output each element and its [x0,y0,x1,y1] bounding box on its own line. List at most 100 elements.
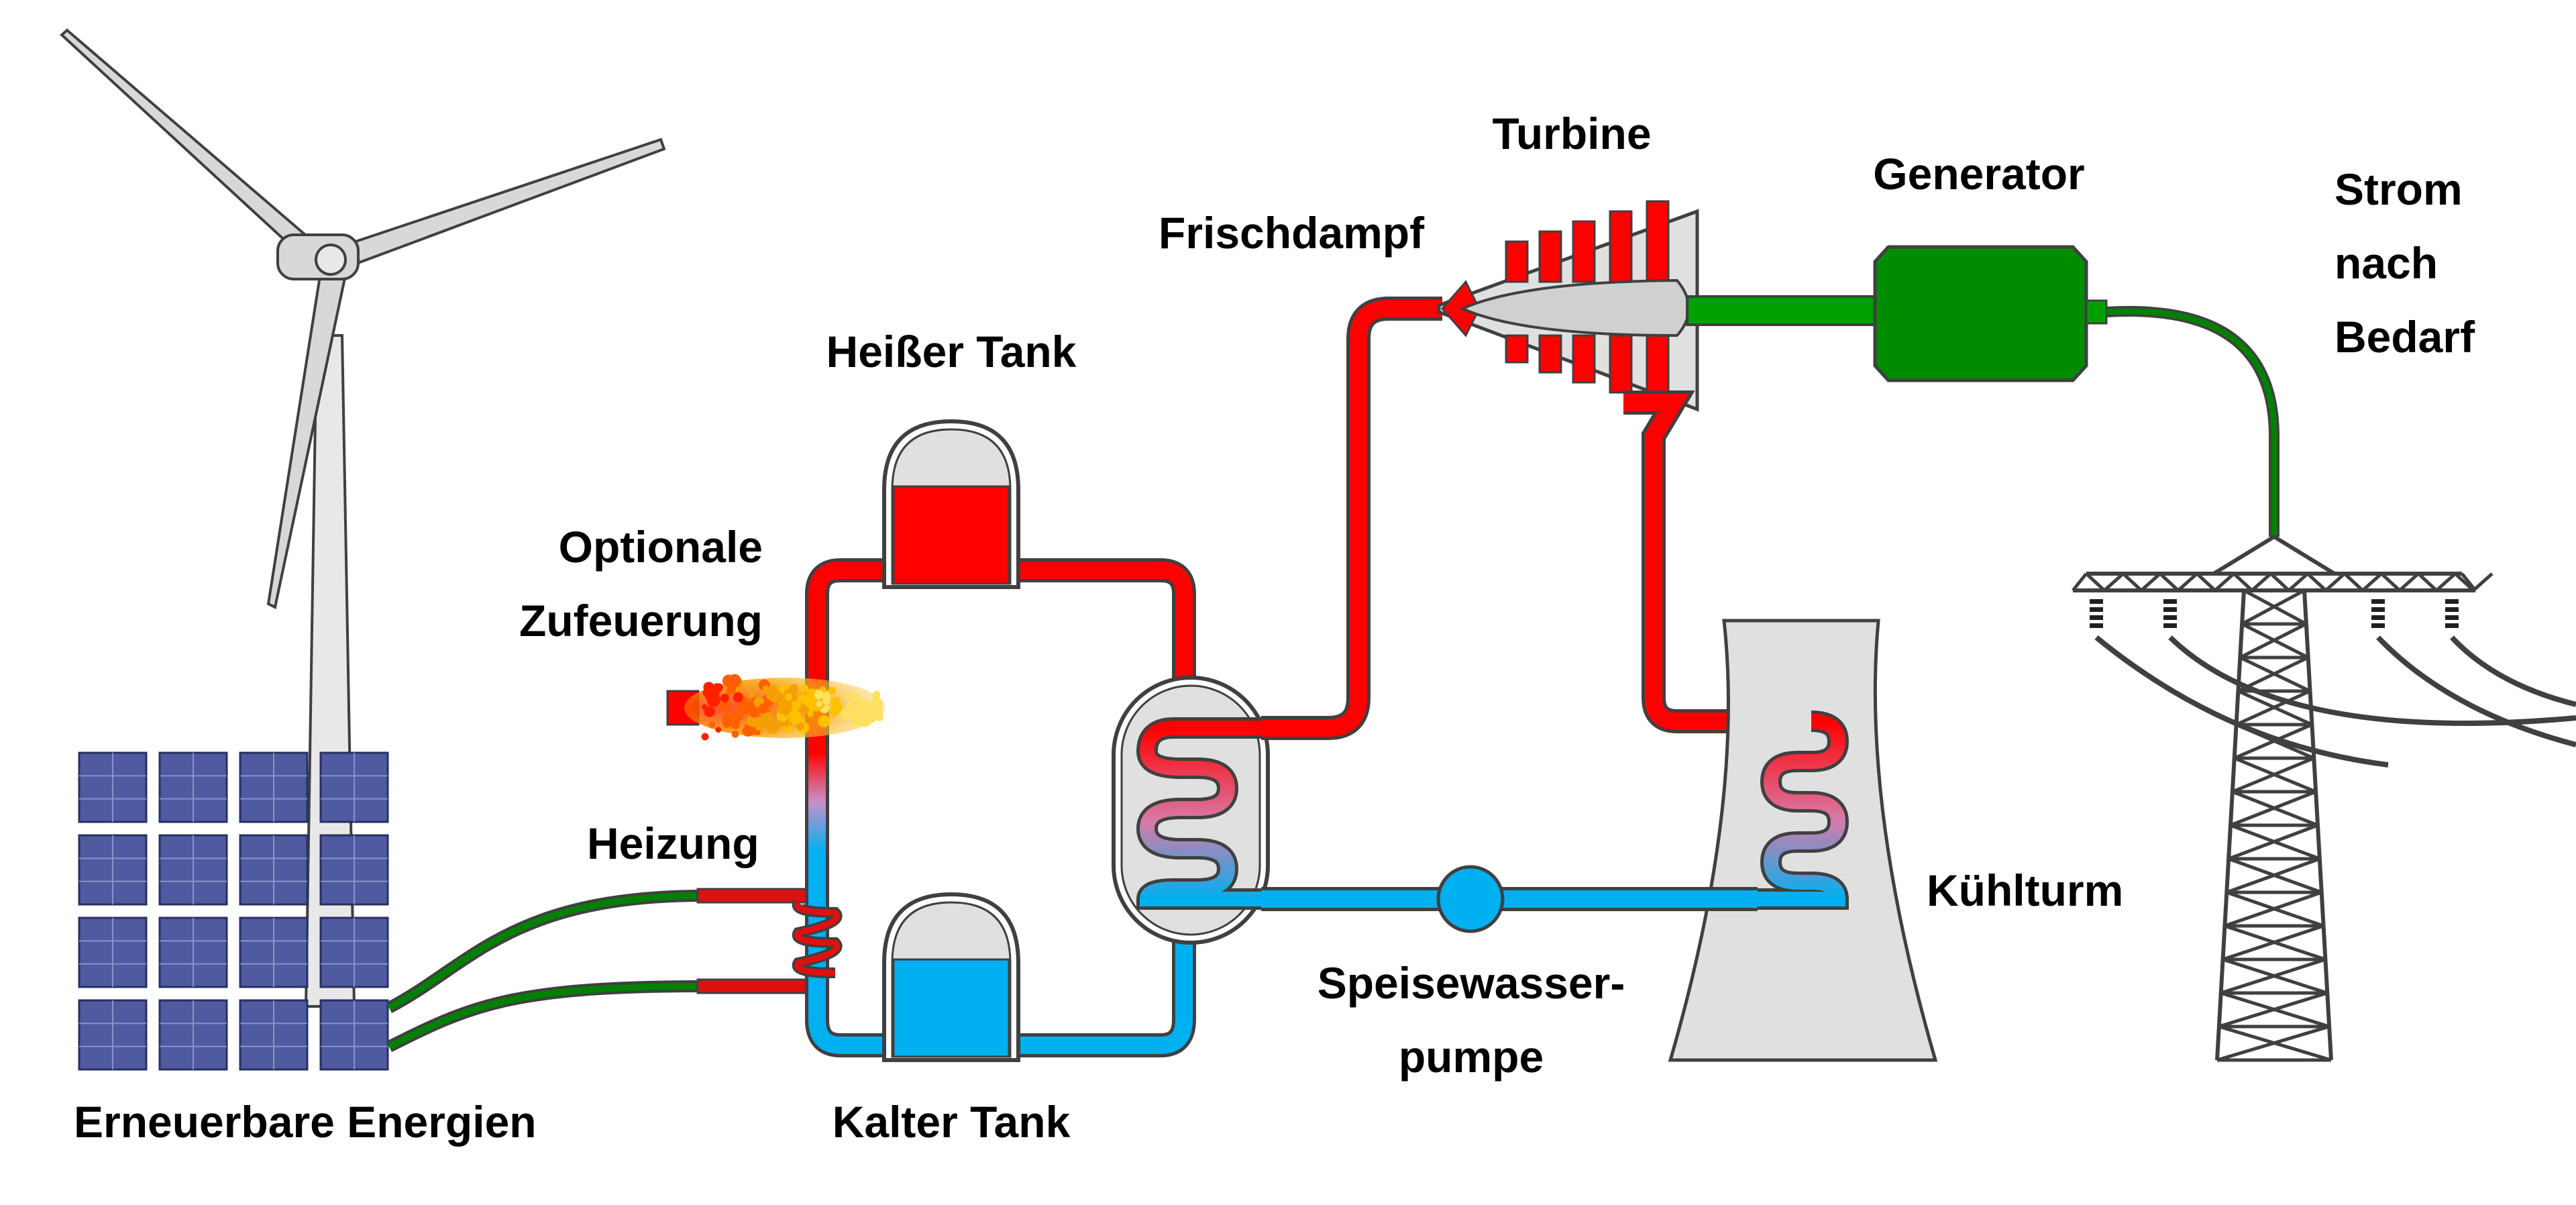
solar-cables-inner [387,892,705,1050]
pylon-strut [2417,572,2438,592]
pylon-strut [2196,572,2216,592]
flame-particle [783,721,789,727]
pylon-strut [2212,535,2275,576]
label-optional-firing-1: Optionale [559,522,763,572]
flame-particle [742,725,754,737]
pylon-strut [2435,572,2457,592]
pump-icon [1436,865,1505,933]
steam-generator-coil [1136,717,1268,910]
condenser-coil [1744,711,1849,910]
pylon-strut [2085,572,2106,592]
pylon-strut [2306,572,2327,592]
label-optional-firing-2: Zufeuerung [519,596,763,645]
heating-coil-inner [794,900,841,976]
turbine-blade-top [1609,210,1633,283]
wind-turbine-icon [60,28,666,1008]
flame-particle [846,701,853,709]
insulator-disc [2371,599,2385,604]
pylon-strut [2231,756,2315,794]
label-cold-tank: Kalter Tank [833,1097,1071,1147]
flame-particle [800,706,810,715]
insulator-disc [2163,607,2177,612]
flame-particle [851,717,861,727]
flame-particle [766,721,780,734]
pylon-strut [2103,572,2125,592]
flame-particle [758,703,769,714]
power-cable-outline [2106,306,2279,537]
conductor [2094,635,2389,768]
pylon-strut [2226,857,2320,894]
flame-particle [766,692,773,700]
label-generator: Generator [1873,149,2084,199]
pylon-strut [2454,572,2475,592]
label-feedwater-pump-1: Speisewasser- [1318,958,1625,1008]
pylon-strut [2461,572,2477,592]
pylon-strut [2235,689,2311,727]
turbine-icon [1437,200,1699,412]
turbine-blade-bottom [1505,334,1529,364]
insulator-disc [2163,615,2177,620]
flame-particle [704,706,716,717]
flame-particle [855,699,867,712]
pylon-strut [2218,991,2328,1029]
pylon-strut [2380,572,2401,592]
label-cooling-tower: Kühlturm [1927,866,2123,915]
pylon-strut [2140,572,2161,592]
pylon-strut [2273,535,2336,576]
flame-particle [720,694,729,703]
pylon-strut [2220,957,2326,995]
insulator-disc [2090,599,2103,604]
flame-particle [785,693,792,701]
pylon-strut [2398,572,2420,592]
insulator-disc [2163,623,2177,628]
pylon-strut [2269,572,2290,592]
solar-panel-icon [78,751,389,1071]
pylon-strut [2072,572,2088,592]
label-hot-tank: Heißer Tank [826,327,1077,376]
flame-particle [807,711,814,717]
pylon-icon [2072,535,2576,1062]
flame-particle [745,702,755,711]
pylon-strut [2239,622,2307,660]
power-cable [2106,308,2277,537]
insulator-disc [2163,599,2177,604]
label-power-1: Strom [2334,164,2463,214]
flame-particle [871,697,882,709]
pylon-strut [2159,572,2180,592]
hot-tank [882,419,1020,589]
flame-particle [712,683,722,694]
exhaust-line [1623,390,1825,733]
label-power-3: Bedarf [2334,312,2475,362]
turbine-blade-bottom [1538,334,1562,374]
flame-particle [840,708,851,720]
pylon-strut [2361,572,2383,592]
pylon-strut [2233,723,2313,760]
flame-particle [731,730,739,738]
pylon-strut [2324,572,2346,592]
turbine-blade-bottom [1572,334,1596,384]
insulator-disc [2090,607,2103,612]
flame-particle [845,693,851,699]
flame-particle [822,696,830,705]
pylon-strut [2222,924,2324,961]
pylon-strut [2251,572,2272,592]
flame-particle [779,713,786,720]
conductor [2168,635,2576,726]
flame-particle [790,700,801,711]
insulator-disc [2371,623,2385,628]
flame-particle [737,706,744,713]
flame-particle [768,690,782,703]
insulator-disc [2371,607,2385,612]
insulator-disc [2090,623,2103,628]
flame-particle [733,692,743,702]
insulator-disc [2445,607,2459,612]
pylon-strut [2343,572,2364,592]
turbine-blade-top [1572,220,1596,283]
flame-particle [814,690,824,700]
flame-particle [727,684,736,694]
turbine-blade-top [1646,200,1670,283]
pylon-strut [2241,588,2306,626]
pylon-strut [2216,1025,2330,1062]
flame-particle [720,702,727,709]
insulator-disc [2445,623,2459,628]
